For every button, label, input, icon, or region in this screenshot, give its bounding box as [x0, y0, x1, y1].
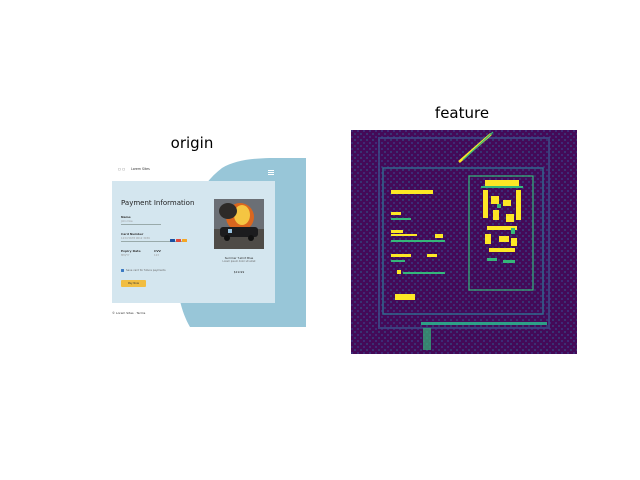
payment-title: Payment Information: [121, 199, 195, 207]
payment-card: Payment Information Name John Doe Card N…: [112, 181, 275, 303]
origin-panel-title: origin: [170, 134, 214, 152]
hamburger-menu-icon[interactable]: [268, 170, 274, 176]
product-photo: [214, 199, 264, 249]
cvv-field[interactable]: 123: [154, 254, 159, 257]
origin-screenshot: ▢ ▢ Lorem Sites Payment Information Name…: [112, 158, 306, 327]
feature-map: [351, 130, 577, 354]
card-number-label: Card Number: [121, 232, 144, 236]
site-name: Lorem Sites: [131, 167, 150, 171]
mastercard-icon: [176, 239, 181, 242]
card-number-field[interactable]: 1234 5678 9012 3456: [121, 237, 150, 240]
expiry-field[interactable]: MM/YY: [121, 254, 130, 257]
expiry-label: Expiry Date: [121, 249, 141, 253]
pay-now-button[interactable]: Pay Now: [121, 280, 146, 287]
footer-text: © Lorem Sites · Terms: [112, 311, 146, 315]
cvv-label: CVV: [154, 249, 161, 253]
site-logo-mark: ▢ ▢: [118, 167, 126, 171]
feature-panel-title: feature: [434, 104, 490, 122]
visa-icon: [170, 239, 175, 242]
feature-activation-image: [351, 130, 577, 354]
discover-icon: [182, 239, 187, 242]
name-field[interactable]: John Doe: [121, 220, 133, 223]
save-card-label: Save card for future payments: [126, 269, 166, 272]
card-brand-icons: [170, 239, 187, 242]
name-label: Name: [121, 215, 131, 219]
product-description: Lorem ipsum dolor sit amet: [222, 260, 256, 263]
save-card-checkbox[interactable]: [121, 269, 124, 272]
card-number-underline: [121, 241, 187, 242]
product-name: Summer T-shirt Blue: [224, 256, 254, 260]
name-underline: [121, 224, 161, 225]
product-price: $19.99: [233, 270, 245, 274]
